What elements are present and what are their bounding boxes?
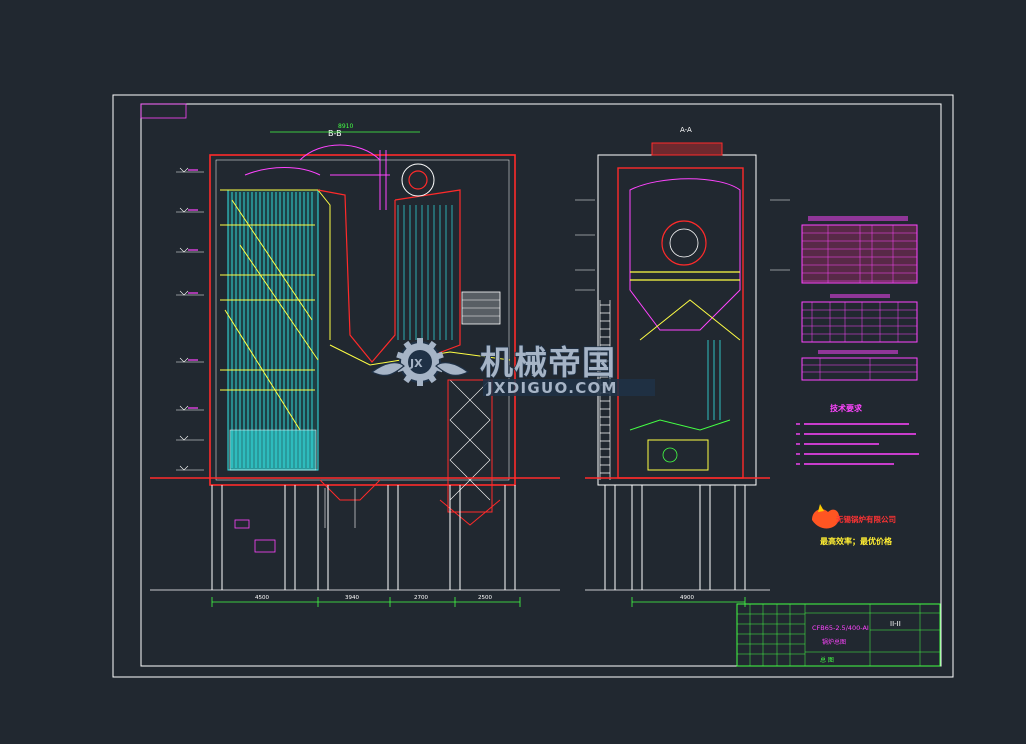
watermark-wing-left-icon [370, 362, 405, 376]
right-section-view: A-A 4900 [575, 126, 790, 607]
title-model: CFB65-2.5/400-AI [812, 624, 869, 632]
right-bottom-dimension [631, 597, 746, 607]
watermark-subtitle: JXDIGUO.COM [486, 379, 618, 397]
right-burner-zone [629, 419, 731, 471]
furnace-chamber [227, 189, 319, 471]
furnace-casing-inner [215, 159, 510, 481]
dim-bottom-3: 2700 [414, 595, 428, 601]
spec-table-1 [801, 216, 918, 284]
sheet-inner-border [140, 103, 942, 667]
right-side-pipes [707, 340, 721, 420]
top-dimension-text: 8910 [338, 123, 353, 130]
sheet-outer-border [112, 94, 954, 678]
notes-title: 技术要求 [830, 403, 863, 413]
corner-stamp-box [140, 103, 187, 119]
left-section-view: B-B 8910 [150, 123, 560, 607]
company-mark: 无锡锅炉有限公司 最高效率；最优价格 [812, 504, 896, 547]
title-drawing-name: 锅炉总图 [822, 638, 846, 646]
dim-bottom-1: 4500 [255, 595, 269, 601]
dim-bottom-2: 3940 [345, 595, 359, 601]
watermark-subtitle-bg [483, 379, 655, 396]
convection-tube-bank [397, 205, 453, 340]
watermark-gear-icon: JX [370, 338, 470, 386]
bed-zone [229, 429, 317, 471]
watermark-logo-letters: JX [409, 357, 423, 370]
title-sheet: II-II [890, 620, 901, 628]
support-columns [150, 477, 560, 591]
title-weight-label: 总 图 [820, 656, 834, 664]
bottom-dimension-chain [211, 597, 521, 607]
right-section-label: A-A [680, 126, 692, 134]
technical-notes: 技术要求 [796, 403, 919, 465]
right-top-header [651, 142, 723, 156]
right-dim-text: 4900 [680, 595, 694, 601]
company-slogan: 最高效率；最优价格 [820, 536, 893, 547]
dim-bottom-4: 2500 [478, 595, 492, 601]
air-preheater [447, 291, 501, 513]
base-details [234, 519, 276, 553]
title-block: CFB65-2.5/400-AI 锅炉总图 II-II 总 图 [736, 603, 941, 667]
watermark-title: 机械帝国 [480, 343, 616, 382]
company-name: 无锡锅炉有限公司 [835, 514, 896, 524]
right-elevation-marks [575, 199, 790, 291]
furnace-tubes [231, 192, 313, 468]
right-cyclone [629, 178, 741, 341]
right-support-columns [585, 477, 770, 591]
site-watermark: JX 机械帝国 JXDIGUO.COM [370, 338, 655, 397]
watermark-wing-right-icon [435, 362, 470, 376]
company-logo-icon [812, 509, 840, 529]
top-piping [244, 144, 390, 210]
left-elevation-marks [176, 167, 204, 471]
left-elevation-labels [188, 169, 198, 409]
left-section-label: B-B [328, 129, 342, 138]
furnace-casing [209, 154, 516, 486]
spec-table-3 [801, 350, 918, 381]
spec-table-2 [801, 294, 918, 343]
